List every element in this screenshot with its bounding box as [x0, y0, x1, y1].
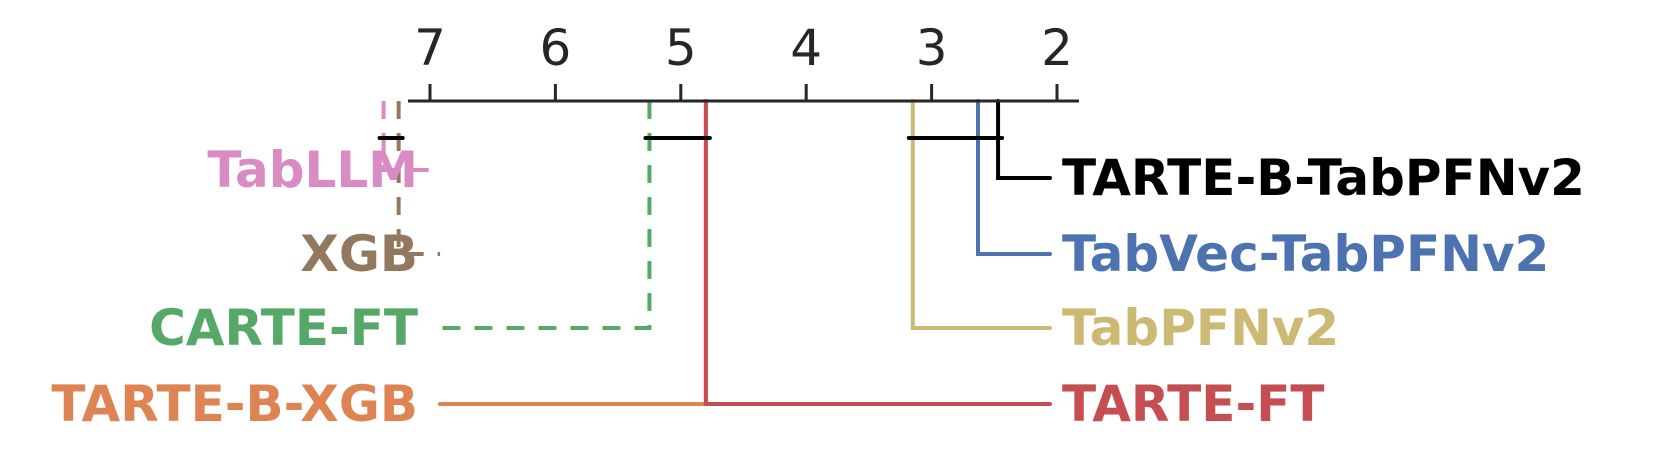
method-label-tabpfnv2: TabPFNv2	[1062, 299, 1339, 357]
connector-tabllm	[381, 101, 440, 172]
axis-tick-label-3: 3	[916, 19, 948, 77]
axis-tick-label-2: 2	[1041, 19, 1073, 77]
axis-tick-label-7: 7	[414, 19, 446, 77]
method-label-tabllm: TabLLM	[207, 141, 418, 199]
method-label-tarte-ft: TARTE-FT	[1062, 375, 1324, 433]
axis-tick-label-4: 4	[790, 19, 822, 77]
method-label-carte-ft: CARTE-FT	[149, 299, 418, 357]
connector-carte-ft	[440, 101, 652, 330]
axis-tick-label-5: 5	[665, 19, 697, 77]
connector-tarte-ft	[703, 99, 1052, 406]
rank-axis: 7 6 5 4 3 2	[408, 19, 1079, 103]
method-label-tarte-b-tabpfnv2: TARTE-B-TabPFNv2	[1062, 149, 1585, 207]
axis-tick-label-6: 6	[539, 19, 571, 77]
method-label-tarte-b-xgb: TARTE-B-XGB	[51, 375, 418, 433]
connector-tabvec-tabpfnv2	[975, 99, 1052, 256]
method-label-xgb: XGB	[300, 225, 418, 283]
method-label-tabvec-tabpfnv2: TabVec-TabPFNv2	[1062, 225, 1549, 283]
rank-connectors	[381, 99, 1052, 406]
connector-tabpfnv2	[910, 99, 1052, 330]
method-labels: TabLLM XGB CARTE-FT TARTE-B-XGB TARTE-FT TabP…	[51, 141, 1585, 433]
connector-tarte-b-xgb	[438, 99, 708, 406]
connector-tarte-b-tabpfnv2	[996, 99, 1052, 180]
